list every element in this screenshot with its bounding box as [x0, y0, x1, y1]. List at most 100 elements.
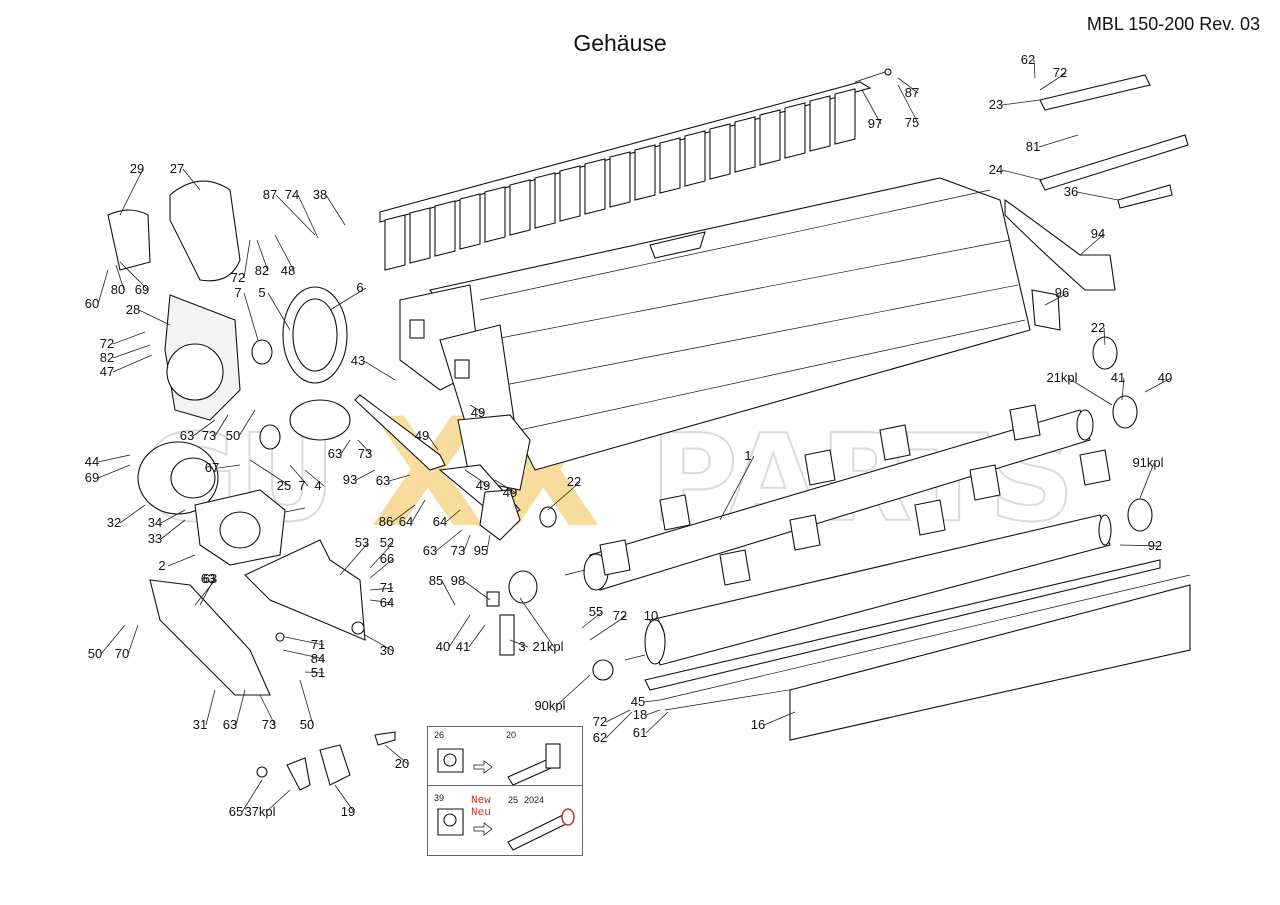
flap [834, 88, 856, 145]
flap [734, 116, 756, 173]
leader-line [235, 689, 246, 726]
leader-line [192, 419, 216, 437]
hammer-blade [969, 464, 1001, 501]
part-number-label: 28 [126, 302, 140, 317]
leader-line [427, 435, 439, 451]
leader-line [100, 624, 126, 655]
part-number-label: 30 [380, 643, 394, 658]
part-number-label: 85 [429, 573, 443, 588]
part-number-label: 7 [234, 285, 241, 300]
leader-line [861, 89, 882, 125]
part-number-label: 90kpl [534, 698, 565, 713]
leader-line [445, 509, 461, 523]
leader-line [249, 459, 291, 487]
part-number-label: 98 [451, 573, 465, 588]
leader-line [645, 711, 669, 734]
part-number-label: 71 [311, 637, 325, 652]
leader-line [469, 404, 485, 414]
part-number-label: 25 [277, 478, 291, 493]
part-number-label: 43 [351, 353, 365, 368]
hammer-blade [789, 514, 821, 551]
hammer-blade [914, 499, 946, 536]
part-number-label: 84 [311, 651, 325, 666]
hammer-blade [879, 424, 911, 461]
legend-old-pin-target: 20 [506, 730, 517, 740]
leader-line [363, 360, 396, 381]
hammer-blade [599, 539, 631, 576]
flap [809, 95, 831, 152]
leader-line [1076, 191, 1119, 201]
part-number-label: 63 [223, 717, 237, 732]
part-number-label: 40 [1158, 370, 1172, 385]
part-number-label: 71 [380, 580, 394, 595]
leader-line [1001, 99, 1041, 106]
part-number-label: 94 [1091, 226, 1105, 241]
hammer-blade [659, 494, 691, 531]
flap [684, 130, 706, 187]
leader-line [329, 287, 367, 311]
part-number-label: 66 [380, 551, 394, 566]
leader-line [719, 455, 755, 521]
part-number-label: 45 [631, 694, 645, 709]
flap [759, 109, 781, 166]
leader-line [119, 261, 149, 291]
flap-strip [379, 68, 892, 271]
part-number-label: 37kpl [244, 804, 275, 819]
leader-line [275, 194, 316, 236]
page-title: Gehäuse [573, 30, 667, 56]
leader-line [265, 789, 291, 813]
part-number-label: 96 [1055, 285, 1069, 300]
leader-line [97, 454, 131, 463]
part-number-label: 80 [111, 282, 125, 297]
leader-line [1001, 169, 1043, 181]
part-number-label: 63 [201, 571, 215, 586]
part-number-label: 73 [262, 717, 276, 732]
legend-year: 2024 [524, 795, 545, 805]
leader-line [112, 354, 153, 373]
leader-line [494, 479, 517, 494]
leader-line [547, 481, 581, 511]
flap [434, 200, 456, 257]
part-number-label: 61 [633, 725, 647, 740]
leader-line [1144, 377, 1172, 393]
part-number-label: 32 [107, 515, 121, 530]
part-number-label: 49 [471, 405, 485, 420]
leader-line [138, 309, 171, 326]
leader-line [555, 674, 591, 707]
leader-line [486, 534, 491, 552]
part-number-label: 21kpl [532, 639, 563, 654]
belt-covers [107, 180, 241, 421]
leader-line [243, 239, 251, 279]
flap [509, 179, 531, 236]
hammer-blade [719, 549, 751, 586]
part-number-label: 19 [341, 804, 355, 819]
leader-line [581, 611, 603, 629]
part-number-label: 97 [868, 116, 882, 131]
part-number-label: 62 [593, 730, 607, 745]
part-number-label: 64 [433, 514, 447, 529]
leader-line [441, 580, 456, 606]
part-number-label: 69 [135, 282, 149, 297]
leader-line [289, 464, 309, 487]
part-number-label: 23 [989, 97, 1003, 112]
leader-line [605, 709, 631, 723]
part-number-label: 63 [328, 446, 342, 461]
leader-line [119, 168, 144, 216]
leader-line [589, 615, 627, 641]
flap [659, 137, 681, 194]
leader-line [519, 597, 555, 648]
leader-line [160, 509, 186, 524]
small-parts [256, 591, 515, 791]
leader-line [355, 469, 376, 481]
legend-divider [428, 785, 582, 786]
part-number-label: 86 [379, 514, 393, 529]
leader-line [97, 269, 109, 305]
leader-line [339, 542, 369, 576]
part-number-label: 63 [423, 543, 437, 558]
part-number-label: 22 [1091, 320, 1105, 335]
mount-brackets [149, 539, 366, 696]
legend-new-pin-number: 39 [434, 793, 445, 803]
part-number-label: 72 [593, 714, 607, 729]
part-number-label: 33 [148, 531, 162, 546]
part-number-label: 73 [358, 446, 372, 461]
